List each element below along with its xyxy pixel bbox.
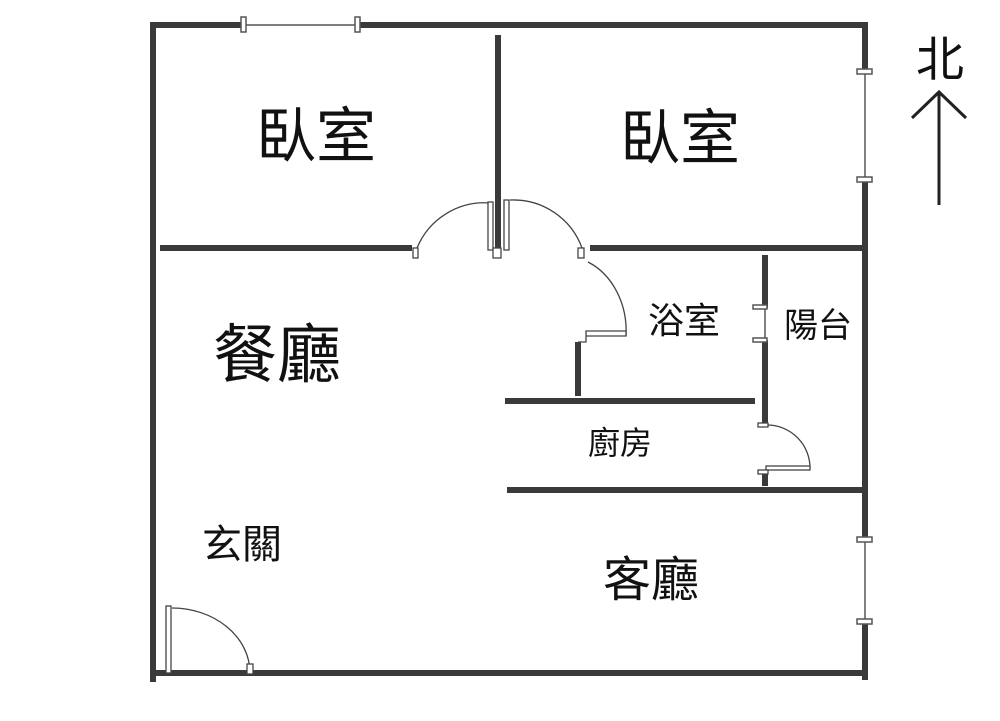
door-leaf bbox=[503, 199, 510, 251]
room-label-bathroom: 浴室 bbox=[647, 301, 721, 342]
door-jamb bbox=[412, 247, 419, 259]
door-jamb bbox=[246, 663, 254, 675]
window-frame bbox=[752, 304, 768, 310]
door-leaf bbox=[765, 465, 811, 471]
room-label-kitchen: 廚房 bbox=[587, 424, 653, 462]
door-jamb bbox=[577, 247, 585, 259]
door-leaf bbox=[578, 330, 627, 343]
walls bbox=[150, 22, 868, 682]
door-jamb bbox=[492, 247, 502, 259]
door-leaf bbox=[165, 605, 172, 674]
door-leaf bbox=[487, 201, 494, 251]
window-frame bbox=[752, 337, 768, 343]
door-swing-entrance bbox=[171, 607, 251, 674]
door-jamb bbox=[757, 469, 769, 475]
doors bbox=[165, 199, 811, 675]
room-label-entrance: 玄關 bbox=[202, 522, 282, 568]
north-arrow-icon bbox=[910, 89, 968, 205]
door-swing-bedroom-1 bbox=[416, 202, 491, 249]
room-label-dining: 餐廳 bbox=[213, 319, 341, 393]
compass-north-label: 北 bbox=[915, 32, 965, 88]
door-swing-kitchen bbox=[767, 424, 811, 469]
room-label-living: 客廳 bbox=[602, 552, 700, 608]
window-frame bbox=[240, 16, 247, 33]
room-label-bedroom-1: 臥室 bbox=[256, 102, 376, 172]
door-swing-bathroom bbox=[587, 261, 627, 337]
window-frame bbox=[856, 618, 873, 625]
window-frame bbox=[354, 16, 361, 33]
room-label-balcony: 陽台 bbox=[784, 306, 852, 346]
window-frame bbox=[856, 68, 873, 75]
room-label-bedroom-2: 臥室 bbox=[620, 104, 740, 174]
door-swing-bedroom-2 bbox=[509, 199, 583, 249]
windows bbox=[240, 16, 873, 625]
window-frame bbox=[856, 176, 873, 183]
window-frame bbox=[856, 536, 873, 543]
door-jamb bbox=[757, 422, 769, 428]
